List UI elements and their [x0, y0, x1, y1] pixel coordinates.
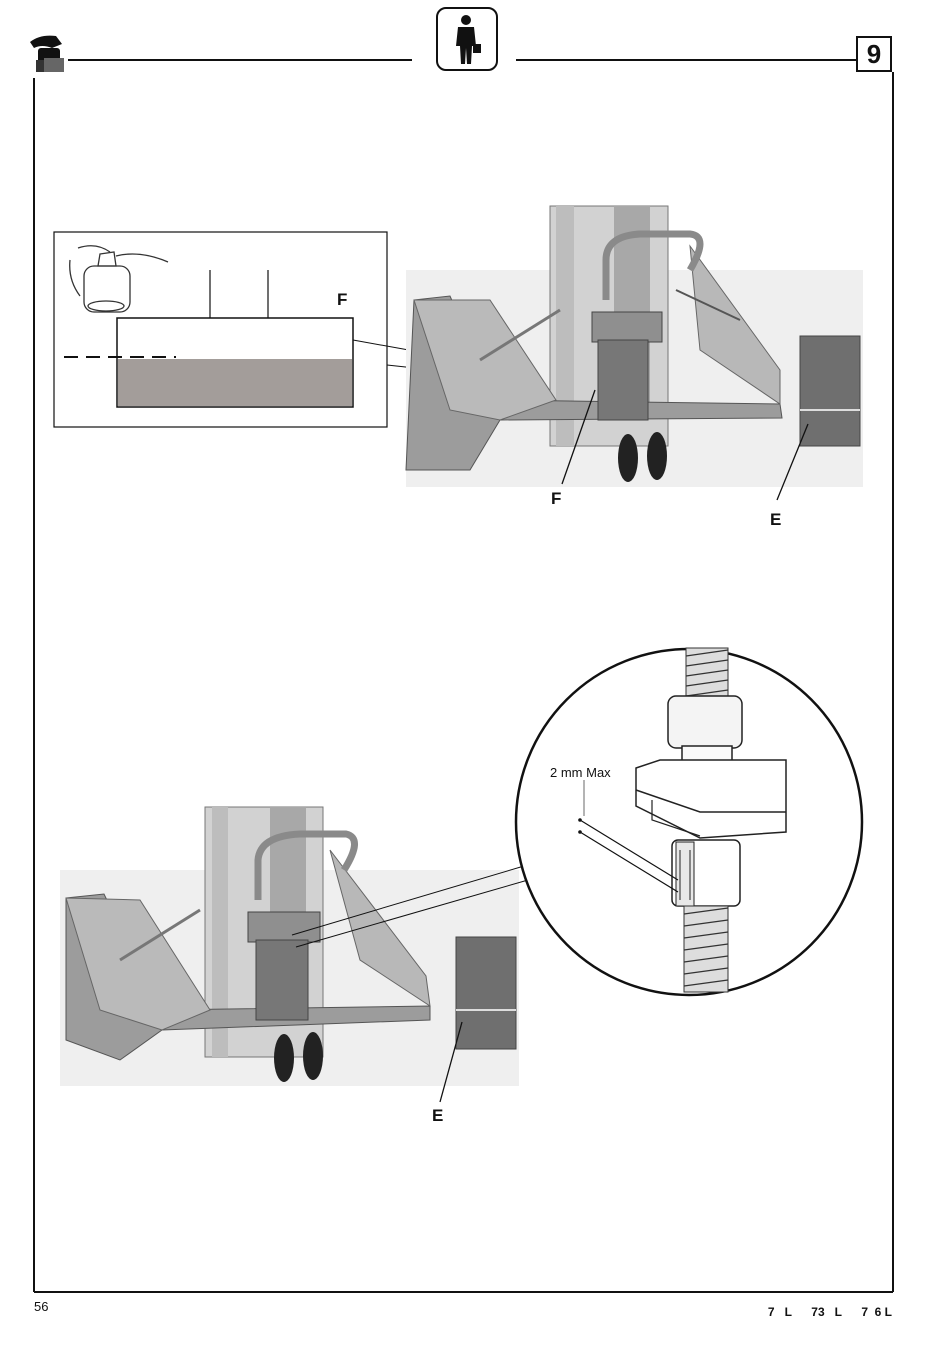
page-number: 56 — [34, 1299, 48, 1314]
callout-f: F — [551, 489, 561, 509]
lift-illustration-top — [406, 206, 863, 500]
callout-e-top: E — [770, 510, 781, 530]
model-codes: 7 L 73 L 7 6 L — [752, 1305, 892, 1319]
oil-can-icon — [30, 36, 64, 72]
inset-label-f: F — [337, 290, 347, 310]
detail-zoom-circle — [516, 648, 862, 995]
operator-person-icon — [437, 8, 497, 70]
callout-e-bottom: E — [432, 1106, 443, 1126]
model-code: 73 L — [811, 1305, 842, 1319]
chapter-number-box: 9 — [856, 36, 892, 72]
dimension-label: 2 mm Max — [550, 765, 611, 780]
lift-illustration-bottom — [60, 807, 528, 1102]
model-code: 7 6 L — [861, 1305, 892, 1319]
model-code: 7 L — [768, 1305, 792, 1319]
oil-level-fill — [118, 359, 352, 406]
threaded-rod-bottom — [684, 906, 728, 992]
